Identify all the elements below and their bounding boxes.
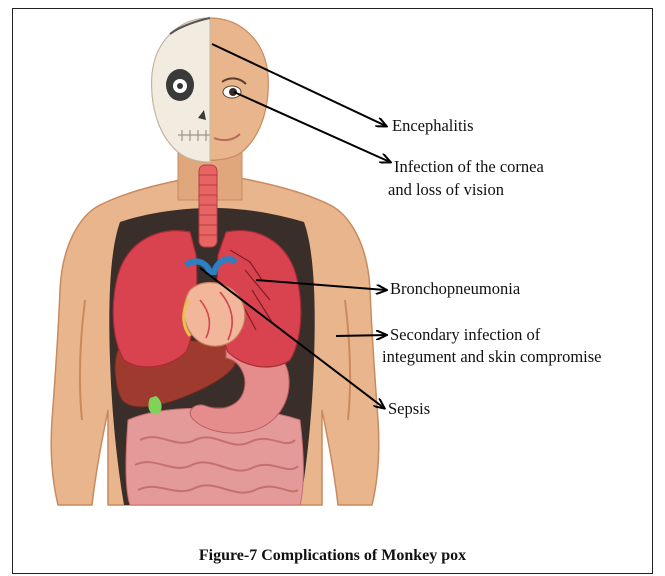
head bbox=[152, 18, 269, 162]
label-secondary-line2: integument and skin compromise bbox=[382, 346, 602, 368]
label-cornea-line1: Infection of the cornea bbox=[394, 156, 544, 178]
figure-caption: Figure-7 Complications of Monkey pox bbox=[0, 547, 665, 565]
label-bronchopneumonia: Bronchopneumonia bbox=[390, 278, 520, 300]
label-encephalitis: Encephalitis bbox=[392, 115, 474, 137]
label-sepsis: Sepsis bbox=[388, 398, 430, 420]
trachea bbox=[199, 165, 217, 247]
label-cornea-line2: and loss of vision bbox=[388, 179, 504, 201]
label-secondary-line1: Secondary infection of bbox=[390, 324, 540, 346]
arrow-secondary-infection bbox=[336, 335, 386, 336]
